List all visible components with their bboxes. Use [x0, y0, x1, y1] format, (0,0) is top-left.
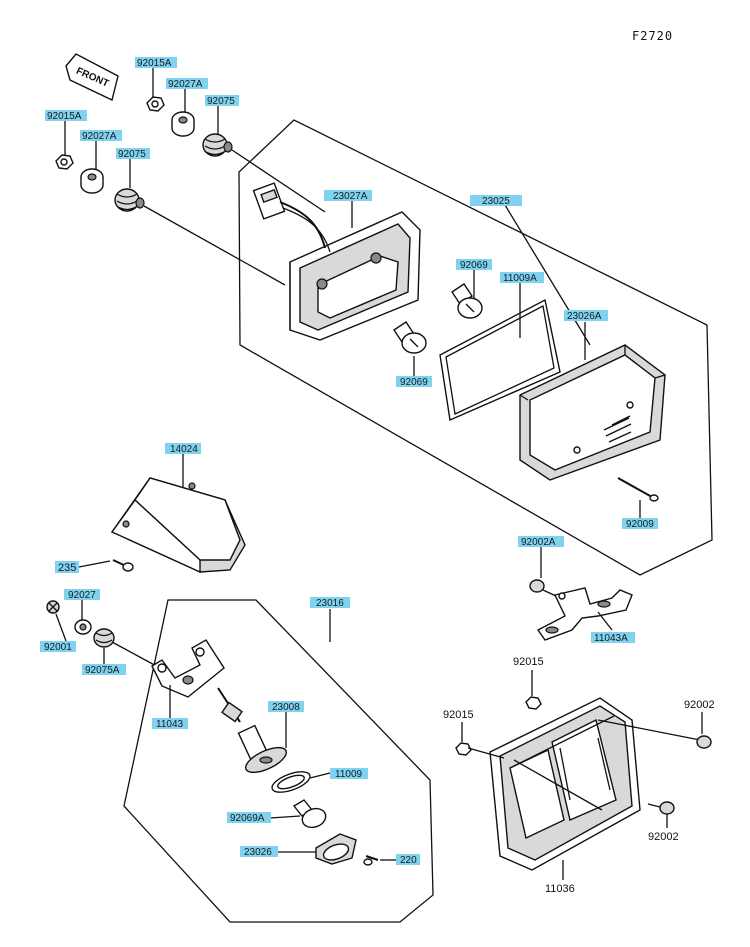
- grommet-92075-top: [202, 133, 233, 157]
- svg-text:92015A: 92015A: [47, 111, 82, 122]
- svg-text:23016: 23016: [316, 598, 344, 609]
- svg-text:23026A: 23026A: [567, 311, 602, 322]
- bulb-92069A: [292, 799, 327, 829]
- tail-light-housing-23027A: [289, 211, 421, 341]
- lens-grille-icon: [603, 415, 632, 443]
- gasket-11009: [271, 771, 311, 793]
- svg-text:92069A: 92069A: [230, 813, 265, 824]
- part-label-23025[interactable]: 23025: [470, 195, 522, 207]
- part-label-92069-top[interactable]: 92069: [456, 259, 492, 271]
- part-label-11043A[interactable]: 11043A: [591, 632, 635, 644]
- part-label-92069A[interactable]: 92069A: [227, 812, 271, 824]
- svg-text:92027A: 92027A: [168, 79, 203, 90]
- bracket-11043A: [536, 587, 633, 641]
- bulb-92069-top: [451, 283, 483, 319]
- license-lens-23026: [315, 833, 357, 865]
- socket-23008: [217, 687, 287, 774]
- part-label-92001[interactable]: 92001: [40, 641, 76, 653]
- part-label-92002-lower[interactable]: 92002: [648, 831, 679, 843]
- part-label-92015-upper[interactable]: 92015: [513, 656, 544, 668]
- svg-text:92069: 92069: [460, 260, 488, 271]
- part-label-23027A[interactable]: 23027A: [324, 190, 372, 202]
- figure-code: F2720: [632, 29, 673, 43]
- grommet-92075A: [93, 628, 115, 648]
- svg-text:11043: 11043: [156, 719, 184, 730]
- part-label-11009[interactable]: 11009: [330, 768, 368, 780]
- license-light-group-outline: [123, 599, 434, 923]
- svg-text:92075: 92075: [207, 96, 235, 107]
- collar-92027: [74, 619, 92, 635]
- svg-text:92002A: 92002A: [521, 537, 556, 548]
- part-label-92027[interactable]: 92027: [64, 589, 100, 601]
- part-label-92002A[interactable]: 92002A: [518, 536, 564, 548]
- license-light-cover-14024: [110, 477, 246, 574]
- part-label-92015A-left[interactable]: 92015A: [45, 110, 87, 122]
- svg-text:92009: 92009: [626, 519, 654, 530]
- svg-text:23025: 23025: [482, 196, 510, 207]
- svg-text:92075: 92075: [118, 149, 146, 160]
- part-label-92002-upper[interactable]: 92002: [684, 699, 715, 711]
- svg-text:92069: 92069: [400, 377, 428, 388]
- part-label-11043[interactable]: 11043: [152, 718, 188, 730]
- bolt-92002A: [529, 579, 557, 597]
- svg-text:23027A: 23027A: [333, 191, 368, 202]
- part-label-23008[interactable]: 23008: [268, 701, 304, 713]
- part-label-92015-left[interactable]: 92015: [443, 709, 474, 721]
- bolt-92002-lower: [647, 801, 675, 815]
- part-label-92075A[interactable]: 92075A: [82, 664, 126, 676]
- part-label-23026A[interactable]: 23026A: [564, 310, 608, 322]
- tail-light-group-outline: [238, 119, 713, 576]
- part-label-23016[interactable]: 23016: [310, 597, 350, 609]
- front-arrow-icon: FRONT: [65, 53, 119, 101]
- svg-text:11009A: 11009A: [503, 273, 537, 284]
- part-label-11009A[interactable]: 11009A: [500, 272, 544, 284]
- tail-light-lens-23026A: [519, 344, 666, 481]
- svg-text:11009: 11009: [335, 769, 363, 780]
- svg-text:11036: 11036: [545, 883, 575, 895]
- part-label-220[interactable]: 220: [396, 854, 420, 866]
- leader-lines: [55, 67, 703, 880]
- svg-text:92015A: 92015A: [137, 58, 172, 69]
- license-plate-bracket-11036: [489, 697, 641, 871]
- screw-235: [112, 559, 134, 572]
- svg-text:23026: 23026: [244, 847, 272, 858]
- nut-92015A-left: [55, 154, 74, 170]
- part-label-23026[interactable]: 23026: [240, 846, 278, 858]
- collar-92027A-left: [80, 168, 104, 194]
- bulb-92069-bottom: [393, 321, 427, 354]
- part-label-92075-top[interactable]: 92075: [205, 95, 239, 107]
- svg-text:235: 235: [58, 562, 76, 574]
- part-label-92075-left[interactable]: 92075: [116, 148, 150, 160]
- part-label-92069-bottom[interactable]: 92069: [396, 376, 432, 388]
- part-label-92027A-top[interactable]: 92027A: [166, 78, 208, 90]
- svg-text:92027A: 92027A: [82, 131, 117, 142]
- svg-text:23008: 23008: [272, 702, 300, 713]
- nut-92015A-top: [146, 96, 165, 112]
- nut-92015-upper: [525, 696, 542, 710]
- collar-92027A-top: [171, 111, 195, 137]
- screw-92009: [617, 477, 659, 502]
- gasket-11009A: [439, 298, 561, 422]
- svg-text:14024: 14024: [170, 444, 198, 455]
- svg-text:92001: 92001: [44, 642, 72, 653]
- grommet-92075-left: [114, 188, 145, 212]
- part-label-14024[interactable]: 14024: [165, 443, 201, 455]
- wiring-connector-icon: [252, 182, 331, 253]
- part-label-11036-highlight[interactable]: 11036: [545, 883, 575, 895]
- part-label-235[interactable]: 235: [55, 561, 79, 574]
- svg-text:11043A: 11043A: [594, 633, 628, 644]
- part-label-92027A-left[interactable]: 92027A: [80, 130, 122, 142]
- svg-text:92075A: 92075A: [85, 665, 120, 676]
- bolt-92002-upper: [597, 719, 712, 749]
- part-label-92015A-top[interactable]: 92015A: [135, 57, 177, 69]
- bolt-92001: [46, 600, 60, 614]
- svg-text:92027: 92027: [68, 590, 96, 601]
- screw-220: [363, 855, 379, 866]
- part-label-92009[interactable]: 92009: [622, 518, 658, 530]
- bracket-11043: [151, 639, 225, 698]
- nut-92015-left: [455, 742, 505, 759]
- svg-text:220: 220: [400, 855, 417, 866]
